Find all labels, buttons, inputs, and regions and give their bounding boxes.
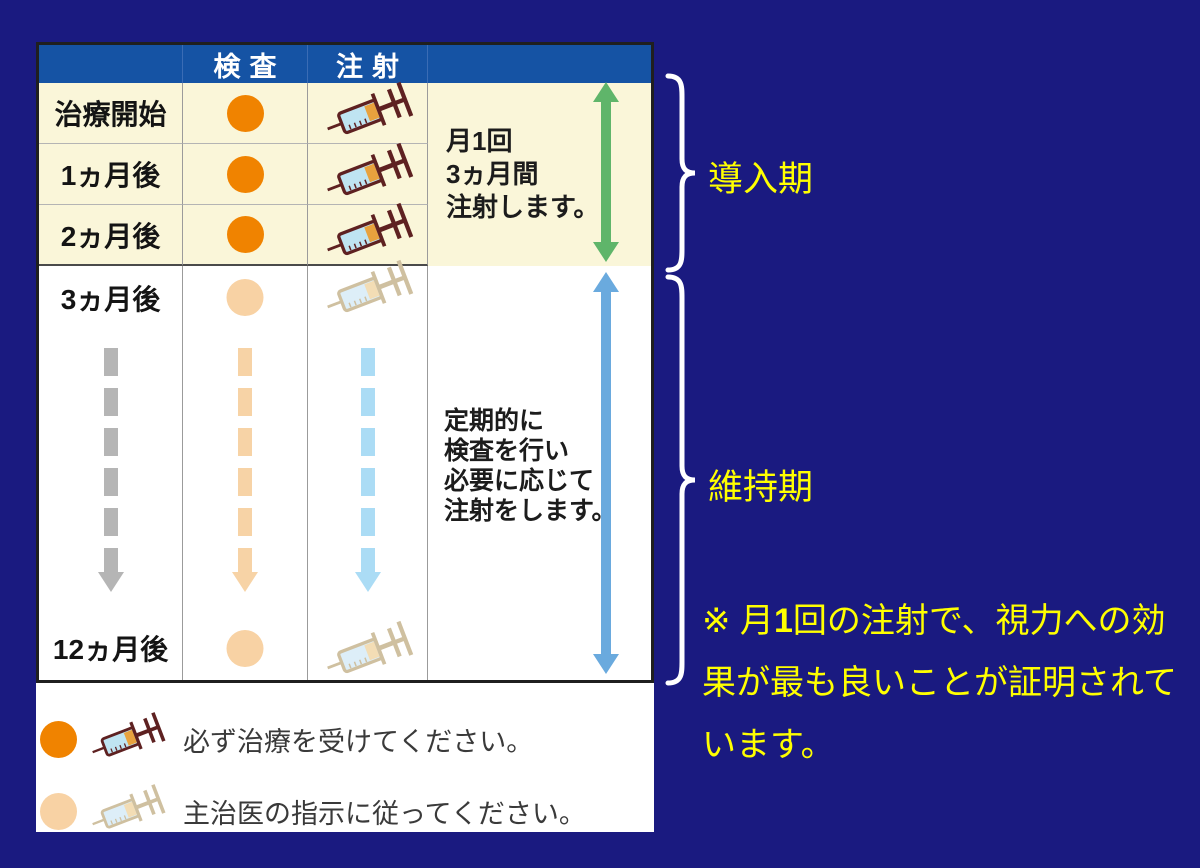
legend-item-as-directed: 主治医の指示に従ってください。	[36, 780, 654, 842]
syringe-icon	[82, 706, 171, 772]
row-label-month2: 2ヵ月後	[60, 220, 161, 252]
syringe-pale-icon	[82, 778, 171, 844]
row-label-start: 治療開始	[54, 99, 167, 130]
table-row-label: 治療開始	[39, 83, 183, 144]
schedule-panel: 検査 注射 治療開始 月1回 3ヵ月間 注射します。 1ヵ月後	[36, 42, 654, 832]
injection-cell	[308, 205, 428, 266]
header-cell-empty	[39, 45, 183, 83]
blue-double-arrow-icon	[593, 272, 619, 674]
injection-cell	[308, 144, 428, 205]
row-label-month3: 3ヵ月後	[60, 284, 161, 315]
row-label-month1: 1ヵ月後	[60, 160, 161, 191]
footnote-bold-number: 1	[773, 602, 793, 640]
row-label-month12: 12ヵ月後	[52, 634, 169, 665]
syringe-pale-icon	[315, 614, 420, 692]
legend-text: 必ず治療を受けてください。	[183, 726, 534, 757]
legend-item-required: 必ず治療を受けてください。	[36, 708, 654, 770]
induction-phase-label: 導入期	[708, 160, 814, 199]
maintenance-exam-column	[183, 266, 308, 680]
exam-dot-icon	[226, 155, 264, 193]
header-cell-notes	[428, 45, 651, 83]
header-cell-exam: 検査	[183, 45, 308, 83]
header-cell-injection: 注射	[308, 45, 428, 83]
treatment-schedule-table: 検査 注射 治療開始 月1回 3ヵ月間 注射します。 1ヵ月後	[36, 42, 654, 683]
table-row-label: 2ヵ月後	[39, 205, 183, 266]
exam-cell	[183, 144, 308, 205]
injection-header-label: 注射	[336, 51, 408, 82]
maintenance-note-text: 定期的に 検査を行い 必要に応じて 注射をします。	[444, 407, 617, 525]
exam-header-label: 検査	[213, 51, 286, 82]
dashed-arrow-icon	[97, 348, 124, 592]
maintenance-injection-column	[308, 266, 428, 680]
dashed-arrow-icon	[232, 348, 258, 592]
footnote-text: ※ 月1回の注射で、視力への効果が最も良いことが証明されています。	[702, 590, 1194, 776]
footnote-suffix: 回の注射で、視力への効果が最も良いことが証明されています。	[702, 602, 1177, 764]
exam-dot-icon	[226, 94, 264, 132]
exam-cell	[183, 83, 308, 144]
exam-dot-pale-icon	[226, 279, 264, 316]
dashed-arrow-icon	[354, 348, 381, 592]
maintenance-brace-icon	[665, 274, 696, 686]
legend-text: 主治医の指示に従ってください。	[183, 798, 586, 829]
table-row-label: 1ヵ月後	[39, 144, 183, 205]
exam-cell	[183, 205, 308, 266]
maintenance-phase-label: 維持期	[708, 468, 814, 507]
maintenance-month-column: 3ヵ月後 12ヵ月後	[39, 266, 183, 680]
induction-note-cell: 月1回 3ヵ月間 注射します。	[428, 82, 651, 266]
maintenance-note-cell: 定期的に 検査を行い 必要に応じて 注射をします。	[428, 266, 651, 680]
green-double-arrow-icon	[593, 82, 619, 262]
exam-dot-pale-icon	[226, 630, 264, 667]
injection-cell	[308, 83, 428, 144]
induction-brace-icon	[665, 73, 696, 273]
induction-note-text: 月1回 3ヵ月間 注射します。	[446, 126, 600, 222]
exam-dot-icon	[226, 216, 264, 253]
exam-dot-pale-icon	[40, 792, 77, 830]
footnote-prefix: ※ 月	[702, 602, 774, 640]
exam-dot-icon	[40, 720, 77, 758]
